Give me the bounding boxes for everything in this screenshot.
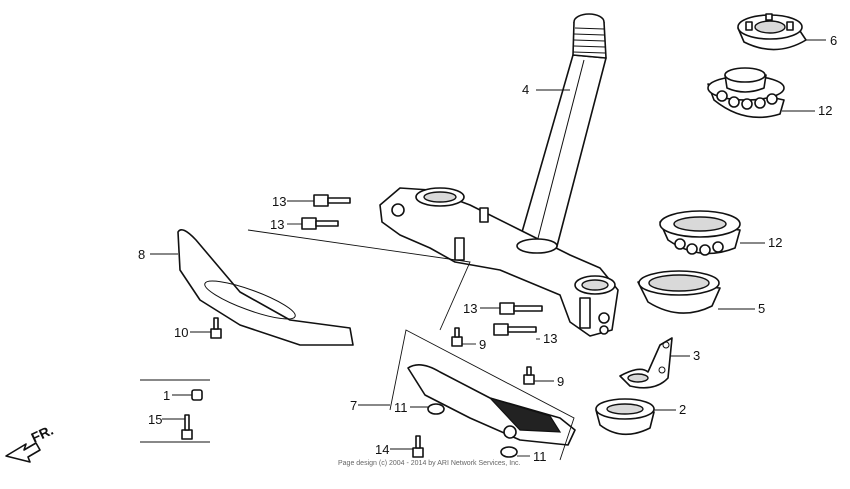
lower-triple-clamp	[379, 187, 619, 337]
callout-labels: 4 6 12 12 5 3 2 13 13 13 13 9 9 8 10 1 1…	[138, 33, 837, 464]
assembly-outline	[140, 229, 575, 461]
stem-locknut	[737, 13, 807, 51]
bolt-13-d	[493, 323, 537, 336]
seal-ring	[595, 398, 655, 436]
callout-11-a: 11	[394, 400, 408, 415]
copyright-footer: Page design (c) 2004 - 2014 by ARI Netwo…	[338, 460, 521, 467]
front-direction-indicator: FR.	[5, 422, 56, 463]
front-arrow-icon	[5, 442, 41, 463]
skid-plate	[407, 364, 576, 446]
bolt-10	[210, 317, 222, 339]
callout-14: 14	[375, 442, 389, 457]
callout-12-upper: 12	[818, 103, 832, 118]
steering-stem-shaft	[517, 13, 607, 251]
collar-1	[191, 389, 203, 401]
callout-8: 8	[138, 247, 145, 262]
bolt-13-a	[313, 194, 351, 207]
callout-13-a: 13	[272, 194, 286, 209]
callout-10: 10	[174, 325, 188, 340]
callout-13-c: 13	[463, 301, 477, 316]
nut-11-b	[500, 446, 518, 458]
nut-11-a	[427, 403, 445, 415]
dust-seal	[637, 270, 721, 314]
lower-steering-bearing	[659, 210, 741, 256]
bolt-15	[181, 414, 193, 440]
callout-13-b: 13	[270, 217, 284, 232]
bolt-9-b	[523, 366, 535, 385]
bolt-13-b	[301, 217, 339, 230]
callout-3: 3	[693, 348, 700, 363]
callout-6: 6	[830, 33, 837, 48]
bolt-9-a	[451, 327, 463, 347]
fork-cover-left	[177, 229, 354, 346]
bolt-13-c	[499, 302, 543, 315]
callout-9-b: 9	[557, 374, 564, 389]
callout-12-lower: 12	[768, 235, 782, 250]
callout-4: 4	[522, 82, 529, 97]
callout-7: 7	[350, 398, 357, 413]
callout-2: 2	[679, 402, 686, 417]
front-label: FR.	[29, 422, 56, 446]
upper-steering-bearing	[707, 67, 785, 119]
callout-9-a: 9	[479, 337, 486, 352]
bracket-plate	[619, 337, 673, 389]
bolt-14	[412, 435, 424, 458]
leader-lines	[150, 39, 826, 457]
callout-1: 1	[163, 388, 170, 403]
callout-11-b: 11	[533, 449, 547, 464]
callout-13-d: 13	[543, 331, 557, 346]
callout-15: 15	[148, 412, 162, 427]
callout-5: 5	[758, 301, 765, 316]
